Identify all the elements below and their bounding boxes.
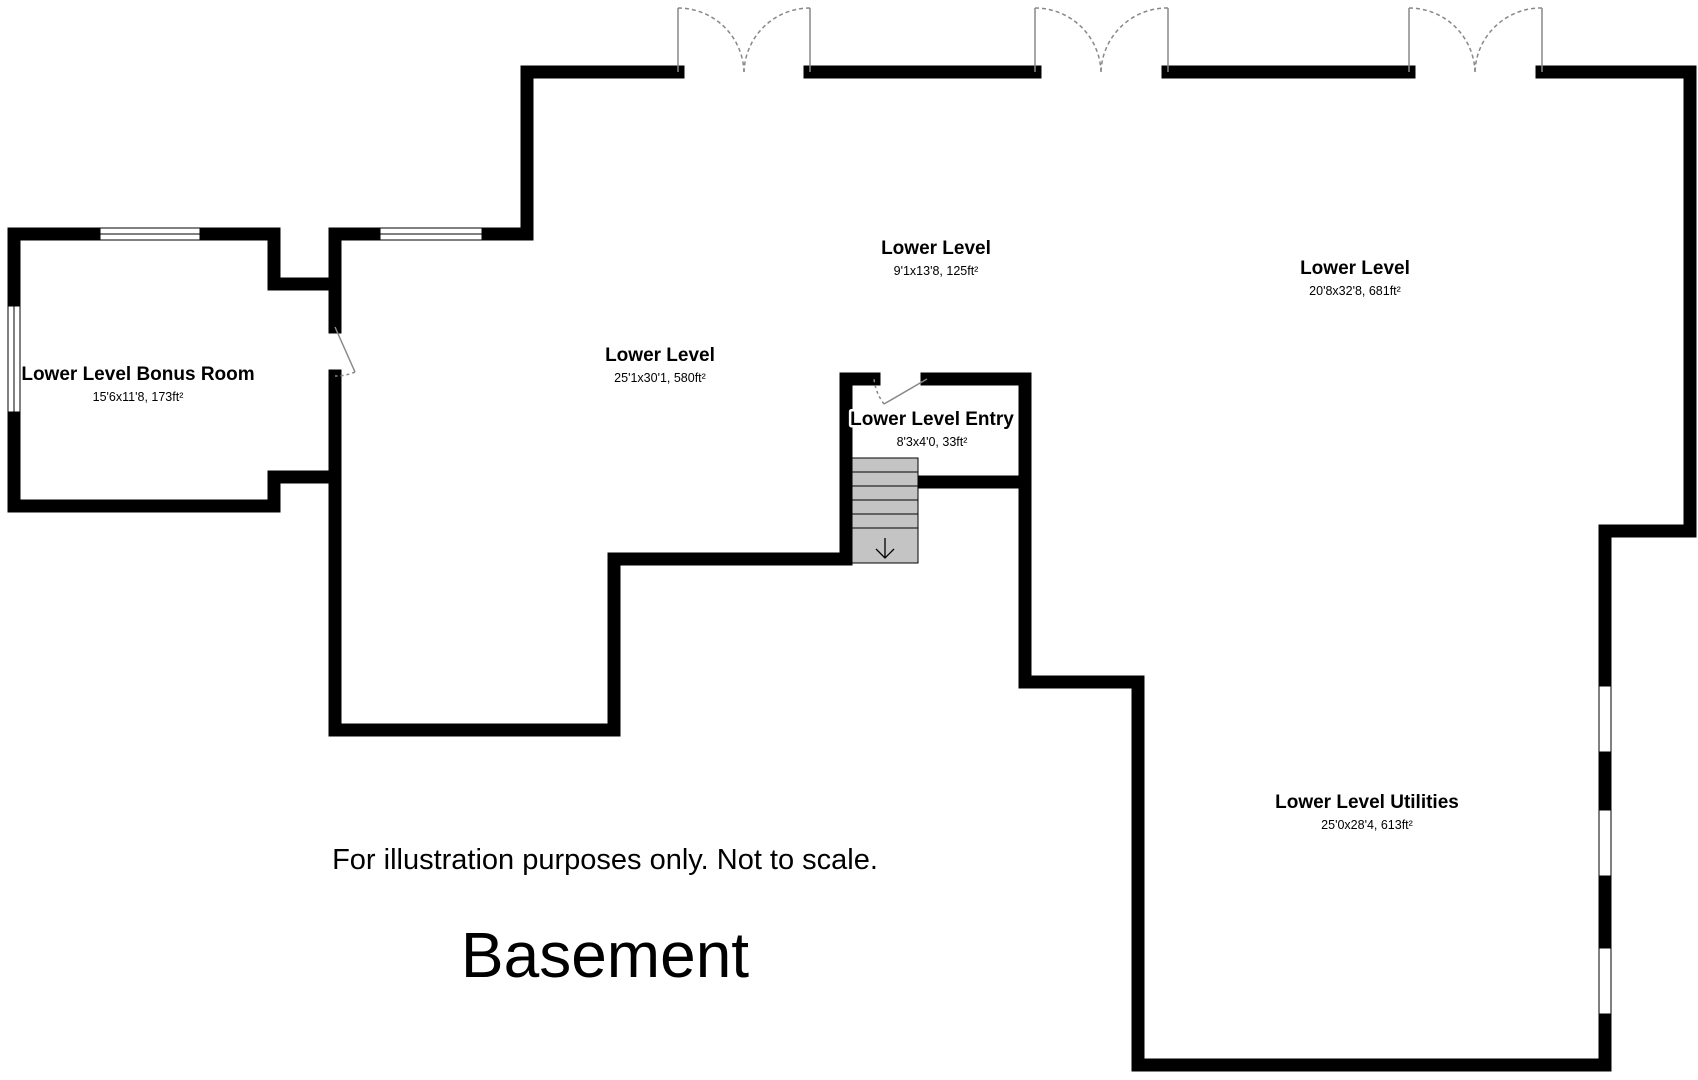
stairs — [851, 457, 919, 564]
french-door-1 — [677, 7, 811, 73]
room-name-lower-level-1: Lower Level — [605, 345, 715, 366]
room-name-lower-level-2: Lower Level — [881, 238, 991, 259]
walls — [7, 65, 1697, 1072]
floor-label: Basement — [461, 919, 749, 991]
door-entry — [873, 378, 928, 405]
room-dims-lower-level-1: 25'1x30'1, 580ft² — [614, 371, 706, 385]
room-name-lower-level-3: Lower Level — [1300, 258, 1410, 279]
room-dims-lower-level-3: 20'8x32'8, 681ft² — [1309, 284, 1401, 298]
disclaimer-note: For illustration purposes only. Not to s… — [332, 844, 878, 876]
window-bonus-top — [99, 227, 201, 241]
windows — [7, 227, 1612, 1015]
wall-main-perimeter — [328, 65, 1697, 1072]
french-door-2 — [1034, 7, 1169, 73]
room-name-utilities: Lower Level Utilities — [1275, 792, 1459, 813]
room-dims-entry: 8'3x4'0, 33ft² — [897, 435, 968, 449]
wall-entry-enclosure — [839, 372, 1032, 489]
room-dims-lower-level-2: 9'1x13'8, 125ft² — [894, 264, 979, 278]
window-bonus-left — [7, 305, 21, 413]
french-door-3 — [1408, 7, 1543, 73]
room-name-bonus: Lower Level Bonus Room — [21, 364, 254, 385]
room-dims-utilities: 25'0x28'4, 613ft² — [1321, 818, 1413, 832]
window-utilities-3 — [1598, 947, 1612, 1015]
window-main-top — [379, 227, 483, 241]
room-dims-bonus: 15'6x11'8, 173ft² — [93, 390, 184, 404]
room-labels: Lower Level Bonus Room 15'6x11'8, 173ft²… — [21, 238, 1459, 832]
window-utilities-1 — [1598, 685, 1612, 753]
doors — [334, 7, 1543, 405]
window-utilities-2 — [1598, 809, 1612, 877]
room-name-entry: Lower Level Entry — [850, 409, 1014, 430]
arrow-down-icon — [875, 538, 895, 559]
door-bonus-room — [334, 326, 356, 377]
